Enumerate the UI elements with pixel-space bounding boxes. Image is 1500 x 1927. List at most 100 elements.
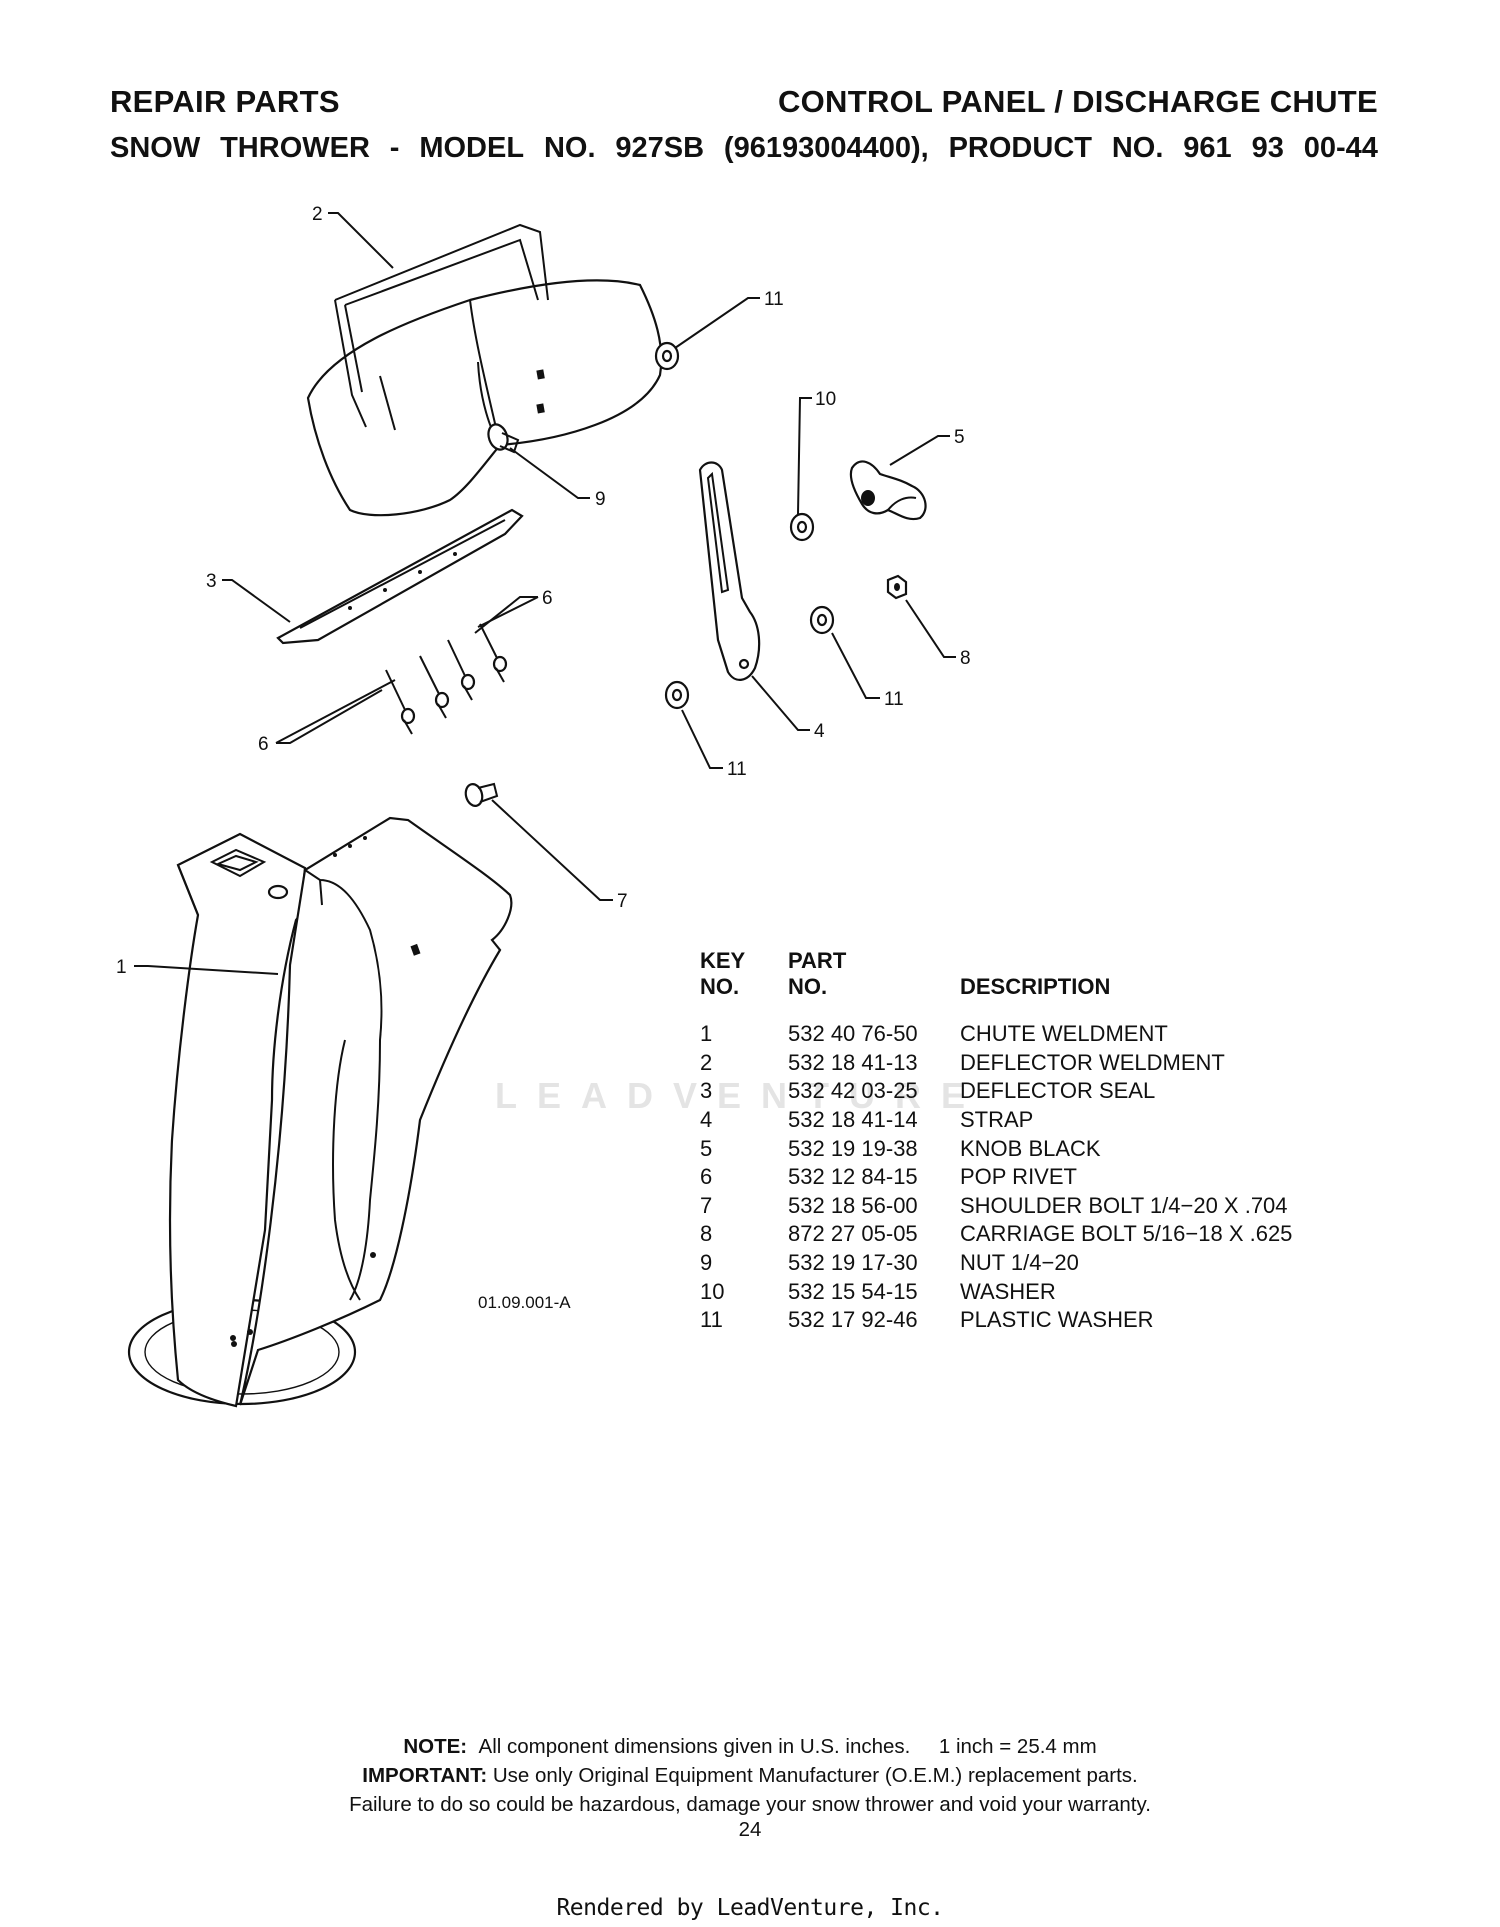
important-line: IMPORTANT: Use only Original Equipment M… — [0, 1761, 1500, 1790]
important-text: Use only Original Equipment Manufacturer… — [492, 1764, 1138, 1787]
subtitle-word: THROWER — [220, 132, 370, 164]
key-cell: 6 — [700, 1164, 713, 1190]
key-cell: 3 — [700, 1078, 713, 1104]
model-subtitle: SNOW THROWER - MODEL NO. 927SB (96193004… — [110, 132, 1378, 165]
callout-9: 8 — [960, 648, 971, 669]
key-cell: 11 — [700, 1307, 723, 1333]
important-label: IMPORTANT: — [362, 1764, 488, 1787]
page-number: 24 — [738, 1818, 762, 1841]
key-cell: 9 — [700, 1250, 713, 1276]
callout-7: 7 — [617, 891, 628, 912]
description-cell: DEFLECTOR SEAL — [960, 1078, 1156, 1104]
subtitle-word: PRODUCT — [948, 132, 1092, 164]
part-cell: 532 12 84-15 — [788, 1164, 918, 1190]
drawing-code: 01.09.001-A — [478, 1293, 571, 1312]
note-line: NOTE: All component dimensions given in … — [0, 1732, 1500, 1761]
part-cell: 872 27 05-05 — [788, 1221, 918, 1247]
key-cell: 10 — [700, 1278, 725, 1304]
plastic-washer-drawing — [654, 341, 835, 710]
pop-rivets-drawing — [385, 623, 508, 735]
description-cell: SHOULDER BOLT 1/4−20 X .704 — [960, 1192, 1288, 1218]
part-cell: 532 19 19-38 — [788, 1135, 918, 1161]
part-cell: 532 42 03-25 — [788, 1078, 918, 1104]
watermark-text: LEADVENTURE — [495, 1075, 986, 1116]
table-row: 3 532 42 03-25 DEFLECTOR SEAL — [700, 1077, 1292, 1106]
table-row: 5 532 19 19-38 KNOB BLACK — [700, 1134, 1292, 1163]
strap-drawing — [698, 461, 761, 681]
subtitle-model-number: 927SB — [615, 132, 705, 164]
table-row: 2 532 18 41-13 DEFLECTOR WELDMENT — [700, 1049, 1292, 1078]
callout-1: 1 — [116, 957, 127, 978]
key-cell: 4 — [700, 1107, 713, 1133]
table-row: 11 532 17 92-46 PLASTIC WASHER — [700, 1306, 1292, 1335]
callout-11: 11 — [764, 289, 784, 310]
key-cell: 5 — [700, 1135, 713, 1161]
callout-6: 6 — [542, 588, 553, 609]
description-cell: KNOB BLACK — [960, 1135, 1101, 1161]
description-cell: PLASTIC WASHER — [960, 1307, 1154, 1333]
description-cell: CHUTE WELDMENT — [960, 1021, 1168, 1047]
header-right-title: CONTROL PANEL / DISCHARGE CHUTE — [777, 84, 1378, 119]
shoulder-bolt-drawing — [464, 782, 499, 807]
callout-5: 5 — [954, 427, 965, 448]
part-cell: 532 18 41-14 — [788, 1107, 918, 1133]
table-row: 1 532 40 76-50 CHUTE WELDMENT — [700, 1020, 1292, 1049]
description-header: DESCRIPTION — [960, 974, 1111, 999]
nut-drawing — [886, 574, 908, 600]
subtitle-word: (96193004400), — [723, 132, 929, 164]
subtitle-word: SNOW — [110, 132, 201, 164]
subtitle-word: 93 — [1251, 132, 1284, 164]
table-row: 6 532 12 84-15 POP RIVET — [700, 1163, 1292, 1192]
subtitle-word: 961 — [1183, 132, 1232, 164]
subtitle-word: NO. — [543, 132, 596, 164]
part-cell: 532 17 92-46 — [788, 1307, 918, 1333]
render-credit: Rendered by LeadVenture, Inc. — [556, 1895, 944, 1921]
description-cell: POP RIVET — [960, 1164, 1077, 1190]
notes-block: NOTE: All component dimensions given in … — [0, 1732, 1500, 1819]
callout-6: 6 — [258, 734, 269, 755]
carriage-bolt-drawing — [487, 423, 520, 454]
part-cell: 532 40 76-50 — [788, 1021, 918, 1047]
warning-line: Failure to do so could be hazardous, dam… — [349, 1793, 1151, 1816]
key-cell: 7 — [700, 1192, 713, 1218]
key-cell: 8 — [700, 1221, 713, 1247]
callout-3: 3 — [206, 571, 217, 592]
table-row: 4 532 18 41-14 STRAP — [700, 1106, 1292, 1135]
description-cell: NUT 1/4−20 — [960, 1250, 1079, 1276]
knob-drawing — [849, 460, 927, 521]
header-left-title: REPAIR PARTS — [110, 84, 340, 119]
table-row: 9 532 19 17-30 NUT 1/4−20 — [700, 1249, 1292, 1278]
table-row: 7 532 18 56-00 SHOULDER BOLT 1/4−20 X .704 — [700, 1192, 1292, 1221]
deflector-weldment-drawing — [306, 223, 663, 517]
subtitle-word: NO. — [1111, 132, 1164, 164]
subtitle-word: 00-44 — [1303, 132, 1378, 164]
description-cell: CARRIAGE BOLT 5/16−18 X .625 — [960, 1221, 1293, 1247]
description-cell: STRAP — [960, 1107, 1034, 1133]
key-cell: 2 — [700, 1049, 713, 1075]
note-label: NOTE: — [403, 1735, 468, 1758]
part-cell: 532 18 56-00 — [788, 1192, 918, 1218]
part-cell: 532 19 17-30 — [788, 1250, 918, 1276]
callout-8: 9 — [595, 489, 606, 510]
table-row: 8 872 27 05-05 CARRIAGE BOLT 5/16−18 X .62… — [700, 1220, 1292, 1249]
part-cell: 532 15 54-15 — [788, 1278, 918, 1304]
chute-weldment-drawing — [127, 816, 513, 1408]
exploded-parts-diagram: 2 11 10 5 9 3 6 8 11 4 6 11 7 1 01.09.00… — [116, 204, 971, 1408]
callout-11: 11 — [884, 689, 904, 710]
description-cell: DEFLECTOR WELDMENT — [960, 1049, 1225, 1075]
washer-drawing — [789, 512, 815, 542]
callout-10: 10 — [815, 389, 836, 410]
key-cell: 1 — [700, 1021, 713, 1047]
part-cell: 532 18 41-13 — [788, 1049, 918, 1075]
subtitle-word: MODEL — [419, 132, 525, 164]
note-text: All component dimensions given in U.S. i… — [478, 1735, 1097, 1758]
subtitle-word: - — [389, 132, 400, 164]
callout-leader-lines — [134, 212, 956, 975]
callout-11: 11 — [727, 759, 747, 780]
deflector-seal-drawing — [276, 508, 524, 645]
